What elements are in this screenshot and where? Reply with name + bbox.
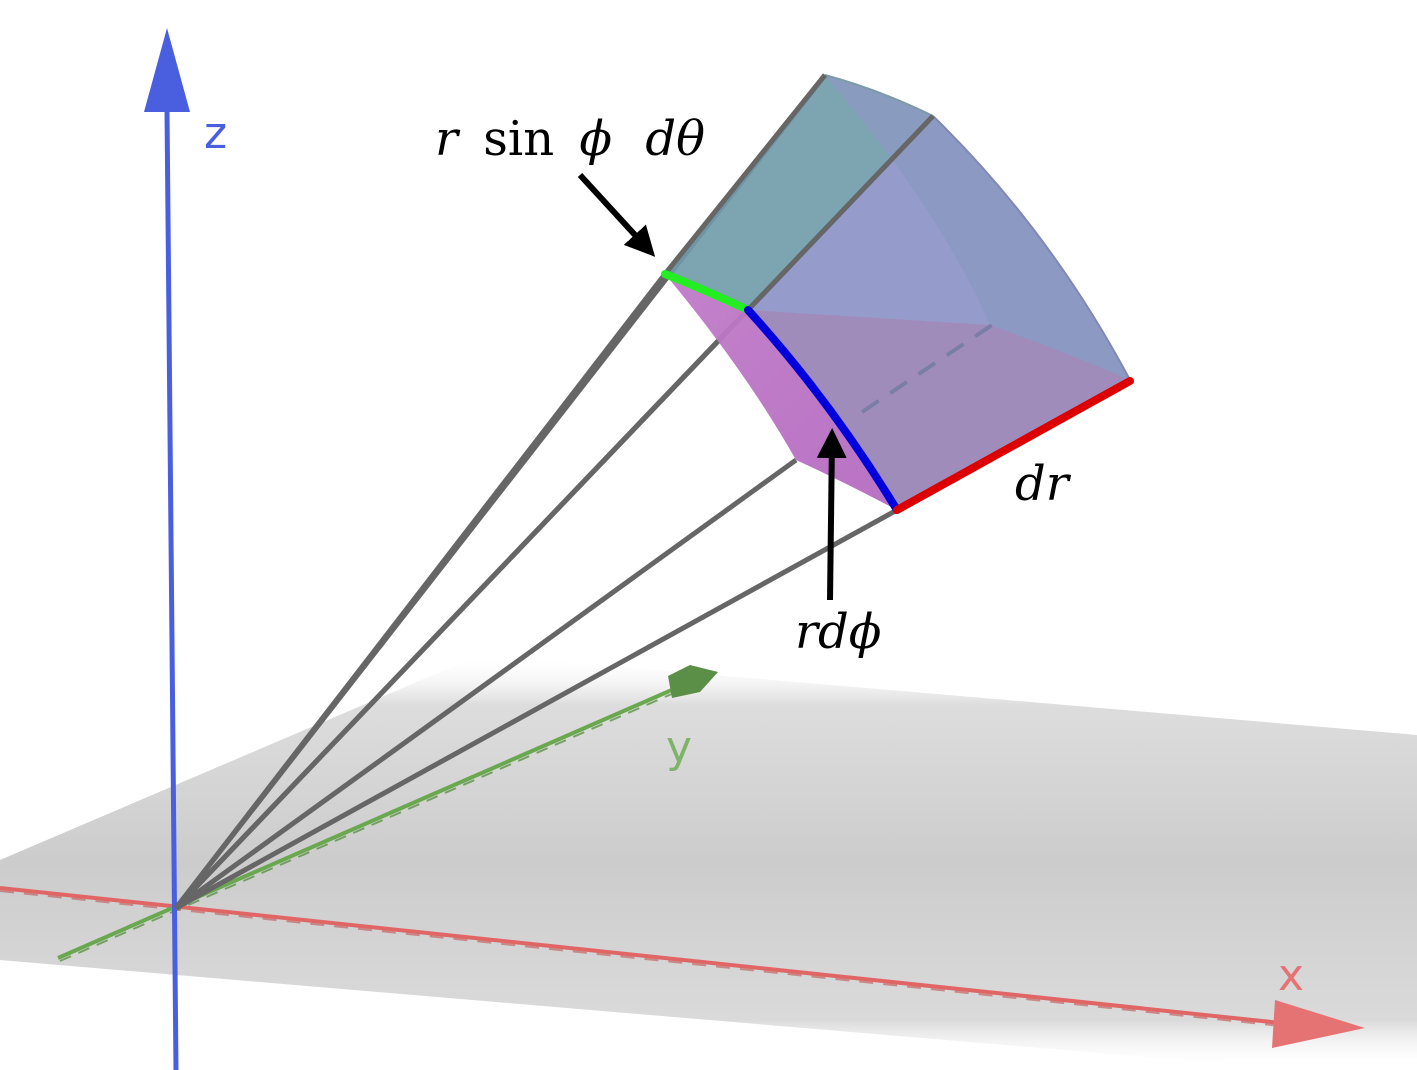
front-face bbox=[748, 310, 1130, 510]
xy-plane bbox=[0, 655, 1417, 1070]
y-axis-label: y bbox=[666, 722, 692, 773]
x-axis-label: x bbox=[1278, 950, 1304, 1001]
top-face bbox=[665, 75, 933, 310]
radial-lines-front bbox=[663, 73, 935, 312]
x-axis-arrowhead bbox=[1272, 1000, 1365, 1048]
hidden-edge bbox=[860, 323, 994, 414]
label-r-sin-phi-dtheta: r sin ϕ dθ bbox=[435, 111, 705, 167]
y-axis-dashes bbox=[59, 685, 691, 962]
z-axis-label: z bbox=[204, 108, 227, 159]
label-r-dphi: rdϕ bbox=[795, 604, 881, 660]
x-axis-dashes bbox=[0, 890, 1301, 1029]
z-axis-line bbox=[164, 109, 179, 1070]
label-dr: dr bbox=[1015, 456, 1072, 512]
pointer-arrow-phi bbox=[816, 428, 847, 601]
y-axis-line bbox=[57, 680, 691, 960]
z-axis-arrowhead bbox=[144, 28, 190, 112]
edge-r-sin-phi-dtheta bbox=[661, 270, 752, 314]
y-axis-arrowhead bbox=[668, 665, 718, 698]
edge-dr bbox=[893, 377, 1134, 514]
x-axis-line bbox=[0, 886, 1301, 1027]
volume-element bbox=[665, 74, 1131, 510]
edge-r-dphi bbox=[744, 306, 901, 514]
pointer-arrow-theta bbox=[577, 172, 656, 257]
